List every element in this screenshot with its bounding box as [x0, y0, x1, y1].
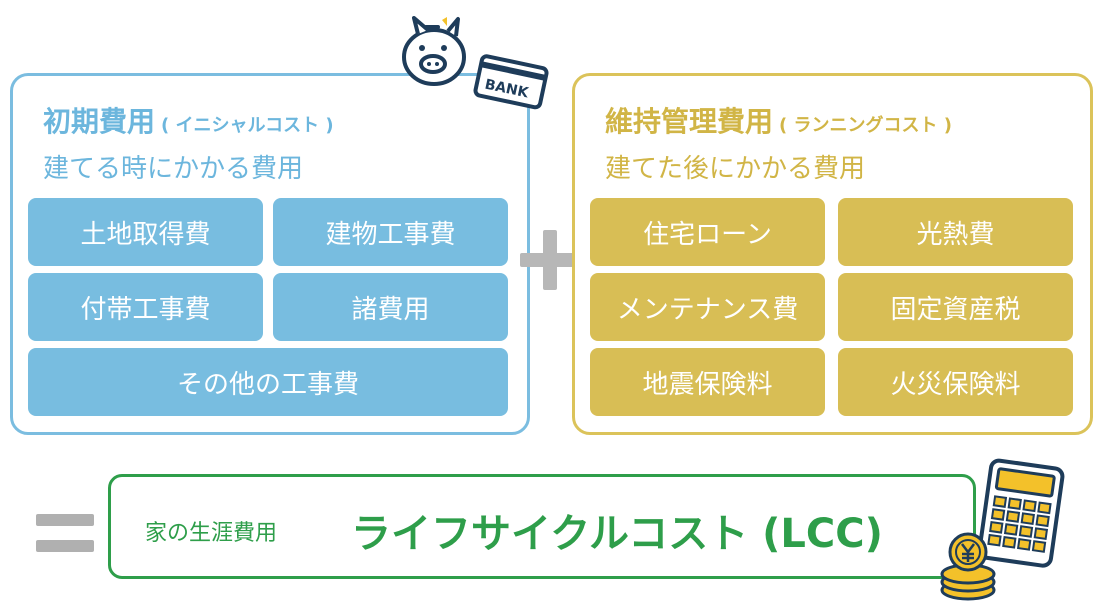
initial-cost-title-text: 初期費用	[43, 105, 156, 138]
running-item-fire-insurance: 火災保険料	[838, 348, 1073, 416]
initial-cost-subtitle: 建てる時にかかる費用	[43, 154, 304, 184]
calculator-icon	[977, 458, 1065, 568]
running-cost-panel: 維持管理費用( ランニングコスト ) 建てた後にかかる費用 住宅ローン 光熱費 …	[572, 73, 1093, 435]
initial-item-misc: 諸費用	[273, 273, 508, 341]
initial-item-land: 土地取得費	[28, 198, 263, 266]
running-cost-title: 維持管理費用( ランニングコスト )	[605, 100, 952, 140]
initial-cost-title-paren: ( イニシャルコスト )	[161, 115, 334, 136]
running-cost-title-text: 維持管理費用	[605, 105, 774, 138]
equals-bottom-bar	[36, 540, 94, 552]
running-item-loan: 住宅ローン	[590, 198, 825, 266]
running-item-utilities: 光熱費	[838, 198, 1073, 266]
piggy-bank-icon	[402, 16, 466, 86]
initial-item-ancillary: 付帯工事費	[28, 273, 263, 341]
lifecycle-cost-title: ライフサイクルコスト (LCC)	[351, 511, 883, 557]
plus-operator	[520, 230, 580, 290]
lifecycle-cost-box: 家の生涯費用 ライフサイクルコスト (LCC)	[108, 474, 976, 579]
plus-vertical-bar	[543, 230, 557, 290]
equals-operator	[36, 514, 94, 554]
initial-item-other: その他の工事費	[28, 348, 508, 416]
bank-card-icon: BANK	[473, 54, 549, 110]
initial-cost-panel: 初期費用( イニシャルコスト ) 建てる時にかかる費用 土地取得費 建物工事費 …	[10, 73, 530, 435]
lifetime-cost-label: 家の生涯費用	[145, 521, 278, 546]
running-item-maintenance: メンテナンス費	[590, 273, 825, 341]
initial-item-building: 建物工事費	[273, 198, 508, 266]
equals-top-bar	[36, 514, 94, 526]
yen-coins-icon	[940, 532, 996, 601]
running-item-property-tax: 固定資産税	[838, 273, 1073, 341]
running-cost-title-paren: ( ランニングコスト )	[779, 115, 953, 136]
running-cost-subtitle: 建てた後にかかる費用	[605, 154, 866, 184]
initial-cost-title: 初期費用( イニシャルコスト )	[43, 100, 334, 140]
running-item-earthquake-insurance: 地震保険料	[590, 348, 825, 416]
